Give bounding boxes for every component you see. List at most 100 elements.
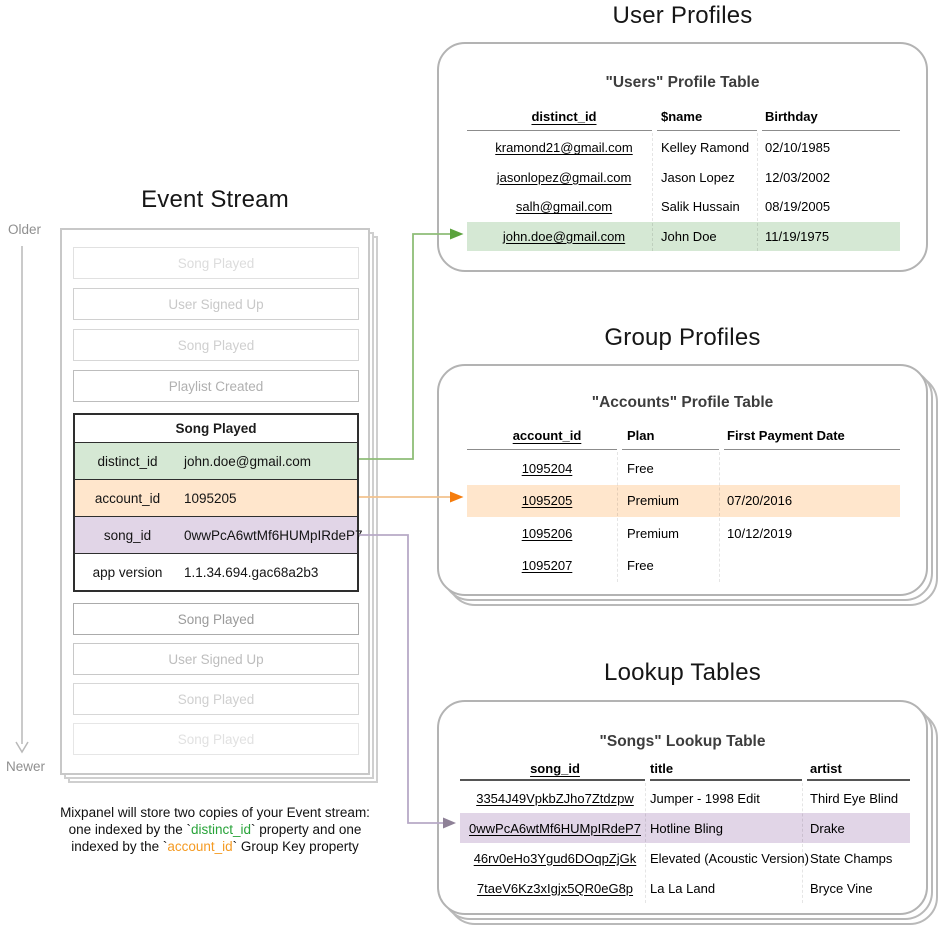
column-separator xyxy=(719,452,720,582)
caption: Mixpanel will store two copies of your E… xyxy=(35,804,395,855)
expanded-event-card: Song Played distinct_id john.doe@gmail.com… xyxy=(73,413,363,592)
table-cell: 11/19/1975 xyxy=(765,228,830,244)
header-underline-gap xyxy=(719,448,724,452)
table-cell: 3354J49VpkbZJho7Ztdzpw xyxy=(476,790,634,806)
column-separator xyxy=(802,783,803,903)
table-cell: Hotline Bling xyxy=(650,820,723,836)
event-property-value: 0wwPcA6wtMf6HUMpIRdeP7 xyxy=(184,527,363,543)
event-item: Song Played xyxy=(73,247,359,279)
header-underline xyxy=(467,448,900,452)
table-body: 3354J49VpkbZJho7Ztdzpw Jumper - 1998 Edit… xyxy=(460,783,910,903)
table-row: 1095205 Premium 07/20/2016 xyxy=(467,484,900,517)
table-cell: La La Land xyxy=(650,880,716,896)
event-item: Playlist Created xyxy=(73,370,359,402)
table-cell: kramond21@gmail.com xyxy=(495,140,633,156)
lookup-tables-title: Lookup Tables xyxy=(604,659,761,686)
event-stream-title: Event Stream xyxy=(141,186,289,213)
header-underline-gap xyxy=(617,448,622,452)
table-cell: Premium xyxy=(627,493,680,509)
event-property-value: john.doe@gmail.com xyxy=(184,453,312,469)
event-property-row: app version 1.1.34.694.gac68a2b3 xyxy=(75,554,357,590)
table-cell: Premium xyxy=(627,525,680,541)
event-property-row: song_id 0wwPcA6wtMf6HUMpIRdeP7 xyxy=(75,517,363,554)
table-row: 46rv0eHo3Ygud6DOqpZjGk Elevated (Acoustic… xyxy=(460,843,910,873)
table-cell: john.doe@gmail.com xyxy=(502,228,626,244)
column-header: song_id xyxy=(530,760,580,776)
header-underline-gap xyxy=(757,129,762,133)
table-cell: 12/03/2002 xyxy=(765,169,831,185)
older-label: Older xyxy=(8,222,42,237)
group-profiles-title: Group Profiles xyxy=(604,324,761,351)
table-cell: Bryce Vine xyxy=(810,880,873,896)
caption-line: indexed by the `account_id` Group Key pr… xyxy=(35,838,395,855)
table-cell: 08/19/2005 xyxy=(765,199,831,215)
table-cell: salh@gmail.com xyxy=(515,199,613,215)
table-cell: 10/12/2019 xyxy=(727,525,793,541)
event-property-key: song_id xyxy=(103,527,152,543)
songs-table-title: "Songs" Lookup Table xyxy=(599,733,766,750)
users-table-title: "Users" Profile Table xyxy=(605,74,760,91)
table-cell: State Champs xyxy=(810,850,893,866)
column-header: title xyxy=(650,760,674,776)
newer-label: Newer xyxy=(6,759,46,774)
table-cell: Elevated (Acoustic Version) xyxy=(650,850,809,866)
table-cell: Salik Hussain xyxy=(661,199,740,215)
column-separator xyxy=(645,783,646,903)
table-cell: Jason Lopez xyxy=(661,169,735,185)
header-underline-gap xyxy=(652,129,657,133)
event-property-key: distinct_id xyxy=(97,453,158,469)
timeline-arrow xyxy=(15,246,29,754)
table-cell: Free xyxy=(627,460,654,476)
caption-text: indexed by the ` xyxy=(71,839,168,854)
event-item: User Signed Up xyxy=(73,643,359,675)
event-item: Song Played xyxy=(73,683,359,715)
caption-line: Mixpanel will store two copies of your E… xyxy=(35,804,395,821)
column-header: Plan xyxy=(627,427,655,443)
table-cell: Kelley Ramond xyxy=(661,140,750,156)
column-separator xyxy=(652,133,653,251)
header-underline-gap xyxy=(802,778,807,782)
column-header: Birthday xyxy=(765,108,818,124)
column-header: First Payment Date xyxy=(727,427,845,443)
table-cell: 07/20/2016 xyxy=(727,493,793,509)
event-property-row: account_id 1095205 xyxy=(75,480,357,517)
event-header: Song Played xyxy=(75,415,357,443)
table-row: john.doe@gmail.com John Doe 11/19/1975 xyxy=(467,221,900,251)
table-cell: 1095205 xyxy=(521,493,573,509)
table-row: 1095206 Premium 10/12/2019 xyxy=(467,517,900,550)
table-cell: Jumper - 1998 Edit xyxy=(650,790,760,806)
event-property-key: app version xyxy=(92,564,163,580)
column-header: account_id xyxy=(512,427,582,443)
table-row: salh@gmail.com Salik Hussain 08/19/2005 xyxy=(467,192,900,222)
user-profiles-title: User Profiles xyxy=(612,2,753,29)
event-property-value: 1.1.34.694.gac68a2b3 xyxy=(184,564,319,580)
table-cell: John Doe xyxy=(661,228,717,244)
event-property-key: account_id xyxy=(94,490,161,506)
table-cell: 1095206 xyxy=(521,525,573,541)
event-property-row: distinct_id john.doe@gmail.com xyxy=(75,443,357,480)
table-cell: 0wwPcA6wtMf6HUMpIRdeP7 xyxy=(469,820,641,836)
event-item: User Signed Up xyxy=(73,288,359,320)
table-cell: Third Eye Blind xyxy=(810,790,899,806)
column-separator xyxy=(617,452,618,582)
header-underline-gap xyxy=(645,778,650,782)
table-header-row: account_id Plan First Payment Date xyxy=(467,425,900,445)
table-cell: 46rv0eHo3Ygud6DOqpZjGk xyxy=(473,850,637,866)
header-underline xyxy=(467,129,900,133)
event-property-value: 1095205 xyxy=(184,490,237,506)
accounts-table-title: "Accounts" Profile Table xyxy=(591,394,774,411)
header-underline xyxy=(460,778,910,782)
event-item: Song Played xyxy=(73,603,359,635)
